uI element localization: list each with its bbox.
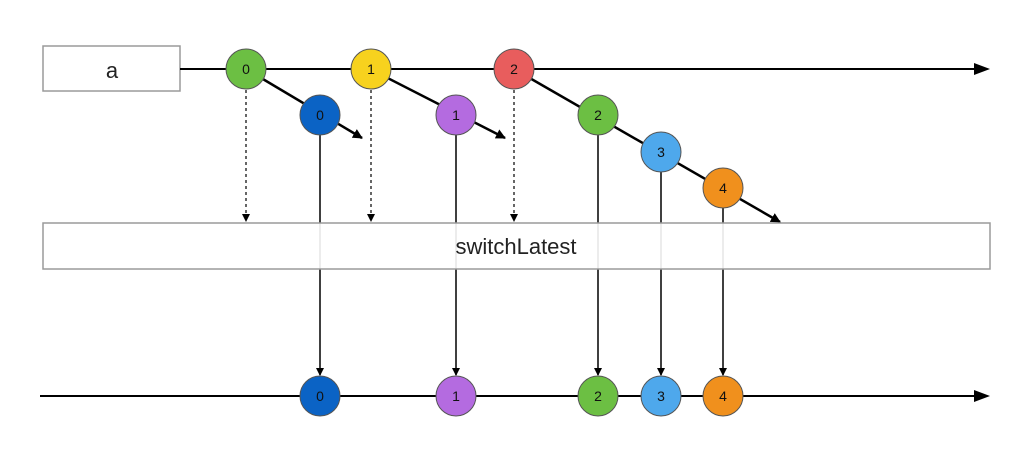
output-marbles: 0 1 2 3 4 (299, 375, 744, 417)
outer-marble-1 (350, 48, 392, 90)
inner-marble-label-4: 4 (719, 180, 727, 196)
outer-marble-label-2: 2 (510, 61, 518, 77)
source-box: a (42, 45, 181, 92)
output-marble-label-0: 0 (316, 388, 324, 404)
inner-marble-label-3: 3 (657, 144, 665, 160)
operator-label: switchLatest (455, 234, 576, 259)
inner-streams (245, 67, 781, 224)
outer-marble-2 (493, 48, 535, 90)
output-marble-1 (435, 375, 477, 417)
inner-marble-label-2: 2 (594, 107, 602, 123)
inner-marble-4 (702, 167, 744, 209)
inner-stream-1-line (369, 67, 506, 140)
output-marble-label-4: 4 (719, 388, 727, 404)
outer-marble-label-0: 0 (242, 61, 250, 77)
output-timeline-arrowhead (974, 390, 990, 402)
dotted-arrows (242, 90, 518, 222)
source-label: a (106, 58, 119, 83)
inner-marble-2 (577, 94, 619, 136)
output-marble-label-3: 3 (657, 388, 665, 404)
outer-marbles: 0 1 2 (225, 48, 535, 90)
output-marble-label-1: 1 (452, 388, 460, 404)
output-marble-4 (702, 375, 744, 417)
inner-marble-3 (640, 131, 682, 173)
inner-marble-1 (435, 94, 477, 136)
output-marble-3 (640, 375, 682, 417)
inner-marble-label-1: 1 (452, 107, 460, 123)
output-marble-2 (577, 375, 619, 417)
inner-marble-label-0: 0 (316, 107, 324, 123)
source-timeline-arrowhead (974, 63, 990, 75)
outer-marble-0 (225, 48, 267, 90)
inner-marble-0 (299, 94, 341, 136)
output-marble-0 (299, 375, 341, 417)
outer-marble-label-1: 1 (367, 61, 375, 77)
inner-marbles: 0 1 2 3 4 (299, 94, 744, 209)
operator-box: switchLatest (42, 222, 991, 270)
output-marble-label-2: 2 (594, 388, 602, 404)
